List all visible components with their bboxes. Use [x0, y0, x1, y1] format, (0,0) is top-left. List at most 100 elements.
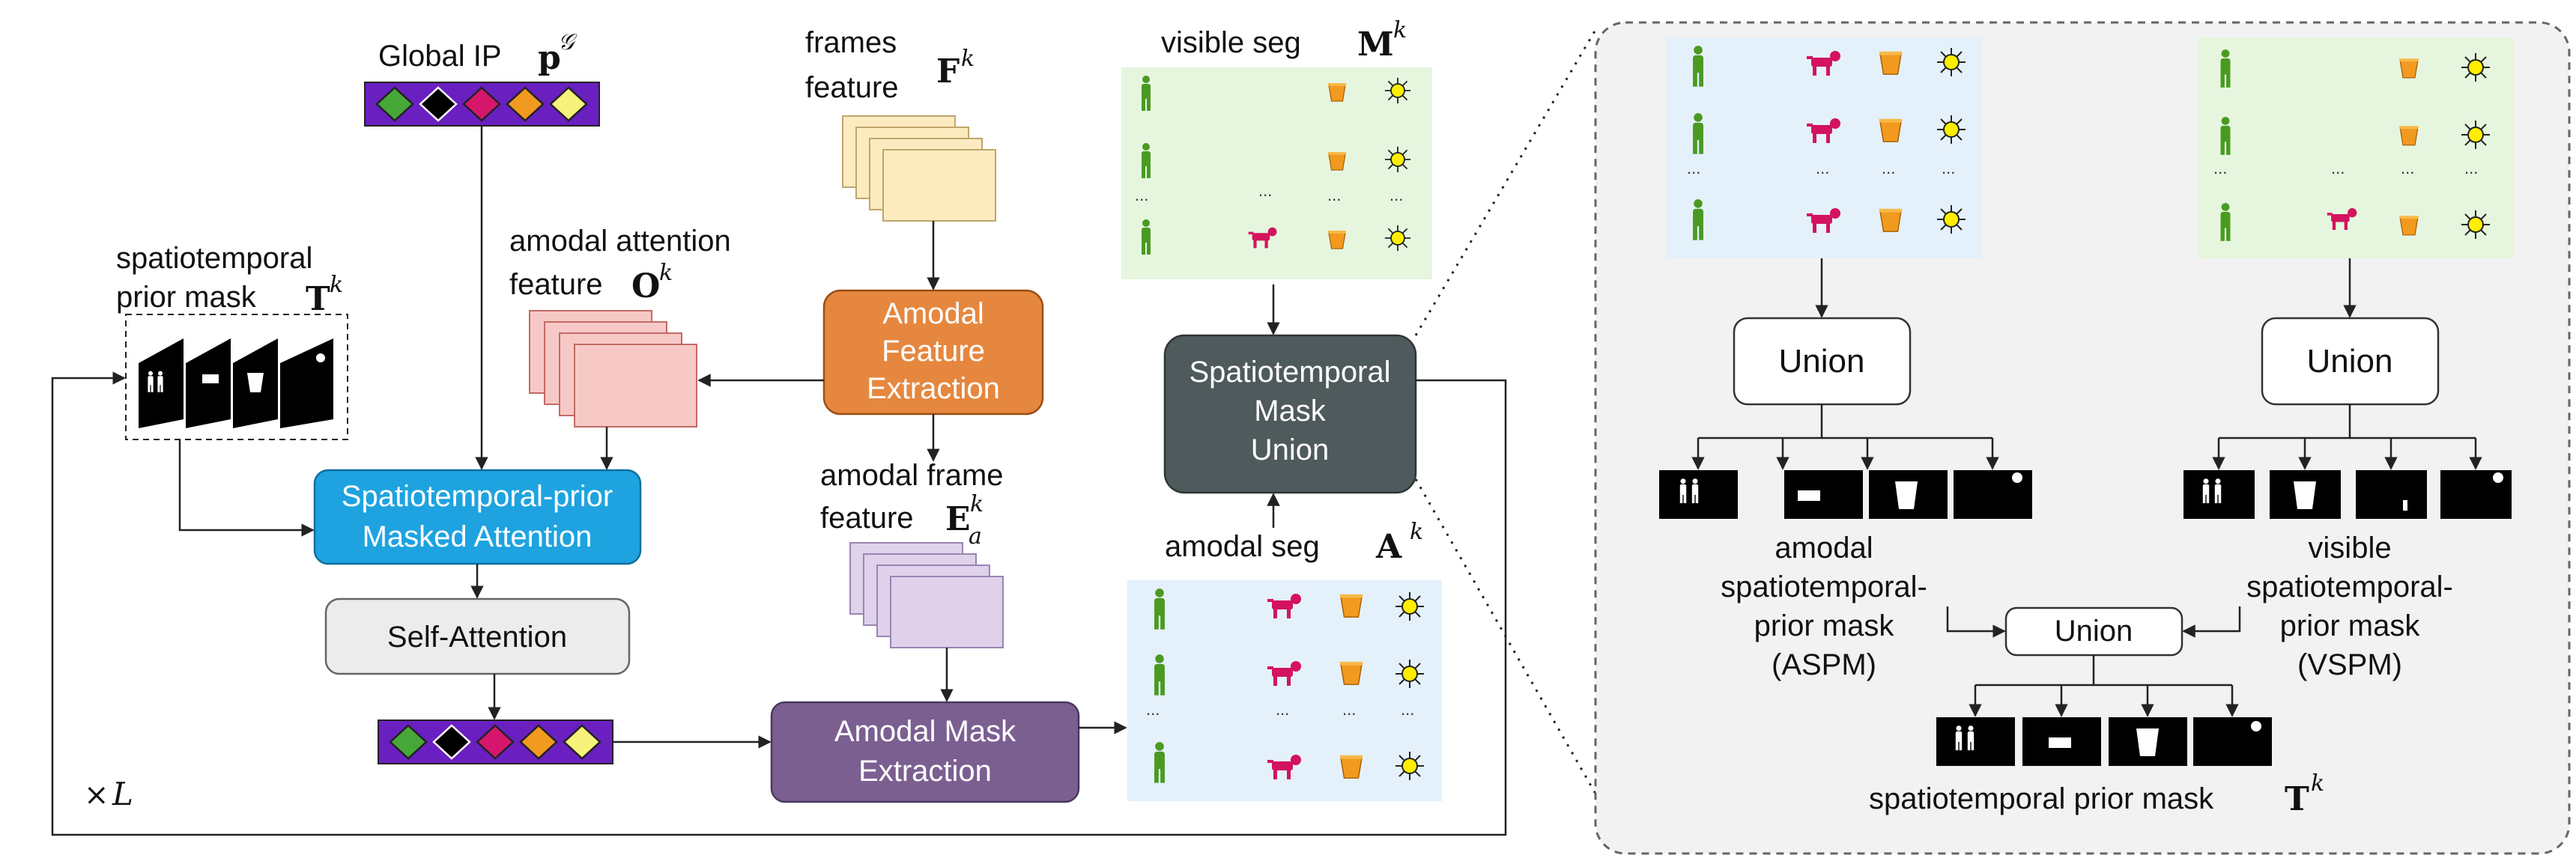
svg-text:Extraction: Extraction [858, 755, 992, 788]
svg-text:a: a [969, 523, 982, 550]
svg-text:...: ... [2401, 159, 2414, 177]
svg-text:Spatiotemporal-prior: Spatiotemporal-prior [342, 480, 613, 513]
svg-text:feature: feature [509, 268, 603, 301]
svg-text:...: ... [1258, 181, 1272, 200]
final-prior-masks [1936, 717, 2272, 766]
svg-text:...: ... [1327, 186, 1341, 204]
amodal-seg-panel: ... ... ... ... [1127, 580, 1442, 801]
spatiotemporal-prior-mask-label: spatiotemporal prior mask T k [116, 242, 343, 318]
svg-text:...: ... [1816, 159, 1829, 177]
right-connectors [1691, 258, 2482, 717]
svg-text:...: ... [2213, 159, 2227, 177]
amodal-frame-feature-stack [849, 542, 1004, 648]
svg-text:k: k [330, 272, 343, 298]
svg-text:A: A [1375, 528, 1402, 566]
vspm-masks [2183, 470, 2512, 519]
svg-text:M: M [1357, 25, 1394, 64]
visible-seg-label: visible seg M k [1161, 17, 1407, 64]
svg-text:k: k [2311, 770, 2324, 797]
svg-text:Feature: Feature [882, 335, 985, 368]
left-connectors [51, 126, 1507, 836]
svg-text:(VSPM): (VSPM) [2297, 648, 2402, 681]
amodal-seg-label: amodal seg A k [1165, 519, 1423, 566]
token-diamond [549, 86, 588, 122]
amodal-mask-extraction-box: Amodal Mask Extraction [770, 701, 1080, 803]
token-diamond [476, 724, 515, 760]
token-diamond [462, 86, 501, 122]
svg-text:×: × [84, 778, 109, 812]
svg-text:Union: Union [2307, 343, 2393, 380]
svg-text:T: T [2285, 780, 2309, 818]
svg-text:visible: visible [2308, 532, 2391, 565]
masked-attention-box: Spatiotemporal-prior Masked Attention [313, 469, 642, 565]
amodal-attention-feature-stack [529, 310, 697, 428]
svg-text:Union: Union [1251, 433, 1330, 466]
global-ip-label: Global IP p 𝒢 [378, 29, 578, 77]
svg-text:prior mask: prior mask [1754, 609, 1895, 642]
svg-text:...: ... [1687, 159, 1700, 177]
svg-text:Global IP: Global IP [378, 40, 502, 73]
svg-text:Amodal Mask: Amodal Mask [834, 715, 1016, 748]
svg-text:Self-Attention: Self-Attention [387, 621, 567, 654]
svg-text:spatiotemporal-: spatiotemporal- [1721, 571, 1927, 603]
amodal-feature-extraction-box: Amodal Feature Extraction [822, 289, 1044, 416]
zoom-amodal-seg-panel: ... ... ... ... [1667, 37, 1981, 258]
token-diamond [375, 86, 414, 122]
token-diamond [506, 86, 545, 122]
svg-text:k: k [961, 46, 975, 72]
svg-text:amodal frame: amodal frame [820, 459, 1004, 492]
svg-text:Masked Attention: Masked Attention [363, 520, 593, 553]
frames-feature-label: frames feature F k [805, 26, 975, 104]
svg-text:amodal attention: amodal attention [509, 225, 731, 258]
svg-text:Mask: Mask [1254, 395, 1327, 428]
svg-text:...: ... [1146, 700, 1160, 719]
token-diamond [519, 724, 558, 760]
amodal-attention-feature-label: amodal attention feature O k [509, 225, 731, 305]
svg-text:amodal seg: amodal seg [1165, 530, 1320, 563]
zoom-lines [1414, 29, 1597, 794]
token-diamond [563, 724, 601, 760]
svg-text:...: ... [2331, 159, 2345, 177]
svg-text:spatiotemporal prior mask: spatiotemporal prior mask [1869, 782, 2214, 815]
svg-text:Extraction: Extraction [867, 372, 1000, 405]
frames-feature-stack [842, 115, 996, 222]
union-box-final: Union [2004, 606, 2183, 657]
svg-text:visible seg: visible seg [1161, 26, 1301, 59]
svg-text:T: T [306, 280, 330, 318]
svg-text:feature: feature [805, 71, 899, 104]
svg-text:frames: frames [805, 26, 897, 59]
svg-text:...: ... [1401, 700, 1414, 719]
svg-text:E: E [945, 500, 971, 538]
svg-text:amodal: amodal [1775, 532, 1873, 565]
svg-text:spatiotemporal-: spatiotemporal- [2246, 571, 2453, 603]
svg-text:L: L [112, 776, 133, 812]
svg-text:...: ... [1276, 700, 1289, 719]
svg-text:Amodal: Amodal [882, 297, 984, 330]
svg-text:(ASPM): (ASPM) [1772, 648, 1876, 681]
svg-text:O: O [631, 267, 660, 305]
svg-text:...: ... [1135, 186, 1148, 204]
svg-text:...: ... [2464, 159, 2478, 177]
token-diamond [432, 724, 471, 760]
aspm-masks [1659, 470, 2032, 519]
token-diamond [419, 86, 458, 122]
vspm-label: visible spatiotemporal- prior mask (VSPM… [2246, 532, 2453, 681]
svg-text:k: k [1410, 519, 1423, 545]
loop-label: × L [84, 776, 133, 812]
visible-seg-panel: ... ... ... ... [1121, 67, 1432, 279]
svg-text:F: F [936, 52, 960, 91]
svg-text:k: k [659, 260, 673, 286]
svg-text:...: ... [1342, 700, 1356, 719]
svg-text:...: ... [1942, 159, 1955, 177]
prior-mask-frames [125, 314, 348, 440]
amodal-frame-feature-label: amodal frame feature E k a [820, 459, 1004, 550]
svg-text:Union: Union [2055, 615, 2133, 648]
token-diamond [389, 724, 428, 760]
svg-text:prior mask: prior mask [2280, 609, 2421, 642]
svg-text:prior mask: prior mask [116, 281, 257, 314]
svg-text:k: k [1393, 17, 1407, 43]
aspm-label: amodal spatiotemporal- prior mask (ASPM) [1721, 532, 1927, 681]
svg-text:spatiotemporal: spatiotemporal [116, 242, 312, 275]
final-prior-mask-label: spatiotemporal prior mask T k [1869, 770, 2324, 818]
